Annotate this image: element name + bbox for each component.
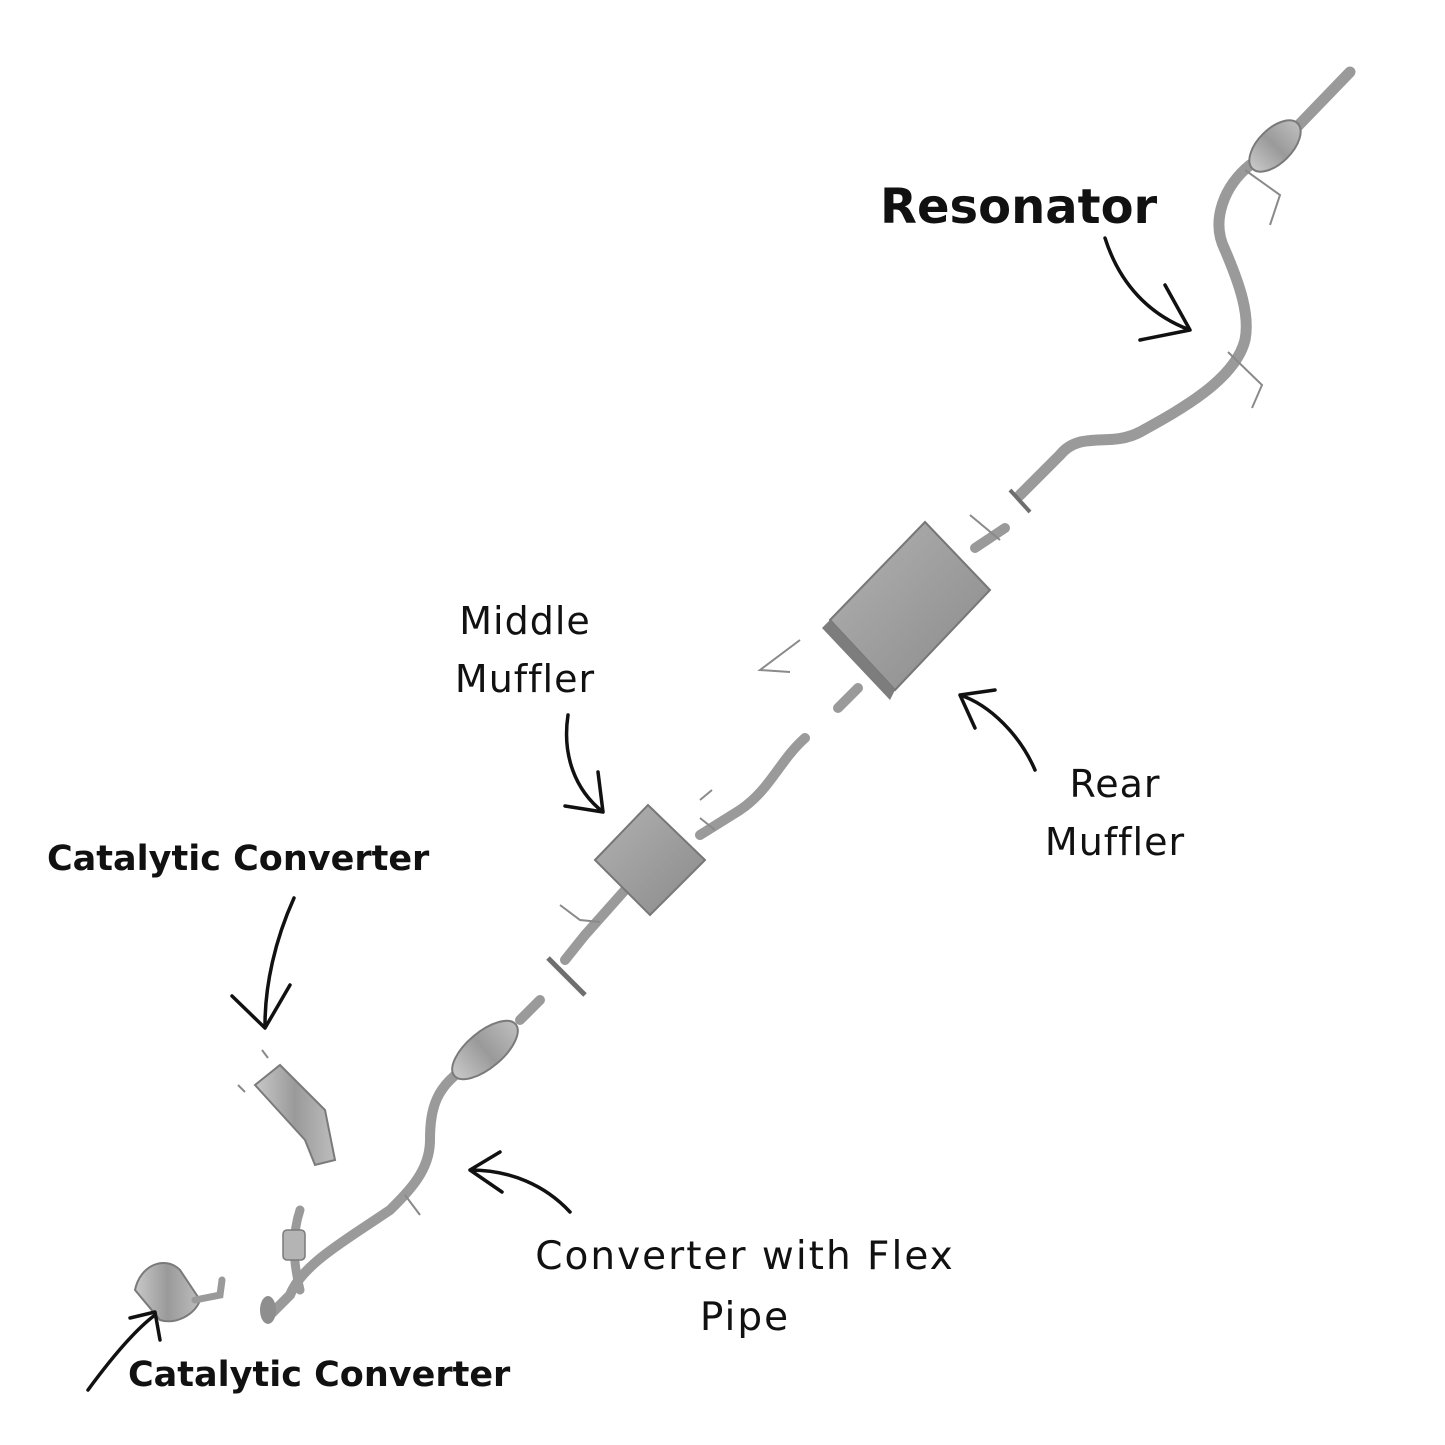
flex-pipe-flange (260, 1296, 276, 1324)
catalytic-converter-upper-label: Catalytic Converter (47, 839, 430, 879)
resonator-body (1248, 119, 1302, 173)
rear-muffler-body (828, 520, 992, 692)
resonator-arrow-icon (1103, 236, 1192, 342)
catalytic-converter-upper-body (253, 1063, 337, 1167)
pointer-arrows (86, 236, 1192, 1392)
flex-pipe-arrow-icon (468, 1150, 572, 1214)
rear-muffler-part (757, 514, 1010, 713)
rear-muffler-inlet-pipe (970, 523, 1010, 553)
catalytic-converter-upper-part (237, 1049, 337, 1167)
middle-muffler-hanger (559, 789, 716, 923)
middle-muffler-label-line-2: Muffler (454, 656, 596, 701)
catalytic-converter-upper-arrow-icon (230, 896, 296, 1030)
rear-muffler-label-line-2: Muffler (1044, 819, 1186, 864)
catalytic-converter-upper-heatshield (237, 1049, 269, 1093)
resonator-hanger-upper (1244, 169, 1282, 226)
flex-pipe-hanger (404, 1194, 421, 1216)
middle-muffler-part (546, 733, 810, 997)
middle-muffler-pipe (560, 733, 810, 965)
flex-pipe-main (265, 995, 545, 1320)
rear-muffler-label-line-1: Rear (1069, 762, 1161, 806)
flex-pipe-bellows (282, 1229, 306, 1261)
middle-muffler-label: Middle Muffler (440, 599, 610, 701)
tailpipe-connector (1008, 488, 1032, 514)
middle-muffler-body (593, 803, 707, 917)
resonator-label: Resonator (880, 179, 1158, 235)
catalytic-converter-lower-label: Catalytic Converter (128, 1355, 511, 1395)
rear-muffler-bracket (757, 514, 1001, 673)
flex-converter-body (451, 1019, 519, 1081)
rear-muffler-end-cap (822, 620, 895, 700)
catalytic-converter-lower-part (133, 1261, 226, 1323)
converter-with-flex-pipe-label-line-1: Converter with Flex (535, 1234, 955, 1279)
tailpipe (1014, 66, 1356, 501)
catalytic-converter-lower-outlet (191, 1276, 226, 1304)
rear-muffler-label: Rear Muffler (1025, 762, 1205, 864)
converter-with-flex-pipe-label: Converter with Flex Pipe (520, 1234, 970, 1341)
catalytic-converter-lower-arrow-icon (86, 1310, 162, 1392)
converter-with-flex-pipe-label-line-2: Pipe (699, 1294, 791, 1340)
rear-muffler-outlet-pipe (833, 683, 863, 713)
rear-muffler-arrow-icon (958, 688, 1037, 772)
catalytic-converter-lower-body (133, 1261, 202, 1323)
middle-muffler-flange (546, 956, 587, 997)
resonator-tailpipe-section (1008, 66, 1356, 514)
middle-muffler-label-line-1: Middle (459, 599, 591, 643)
middle-muffler-arrow-icon (563, 713, 605, 814)
resonator-hanger-lower (1227, 351, 1264, 409)
converter-flex-pipe-part (260, 995, 545, 1324)
